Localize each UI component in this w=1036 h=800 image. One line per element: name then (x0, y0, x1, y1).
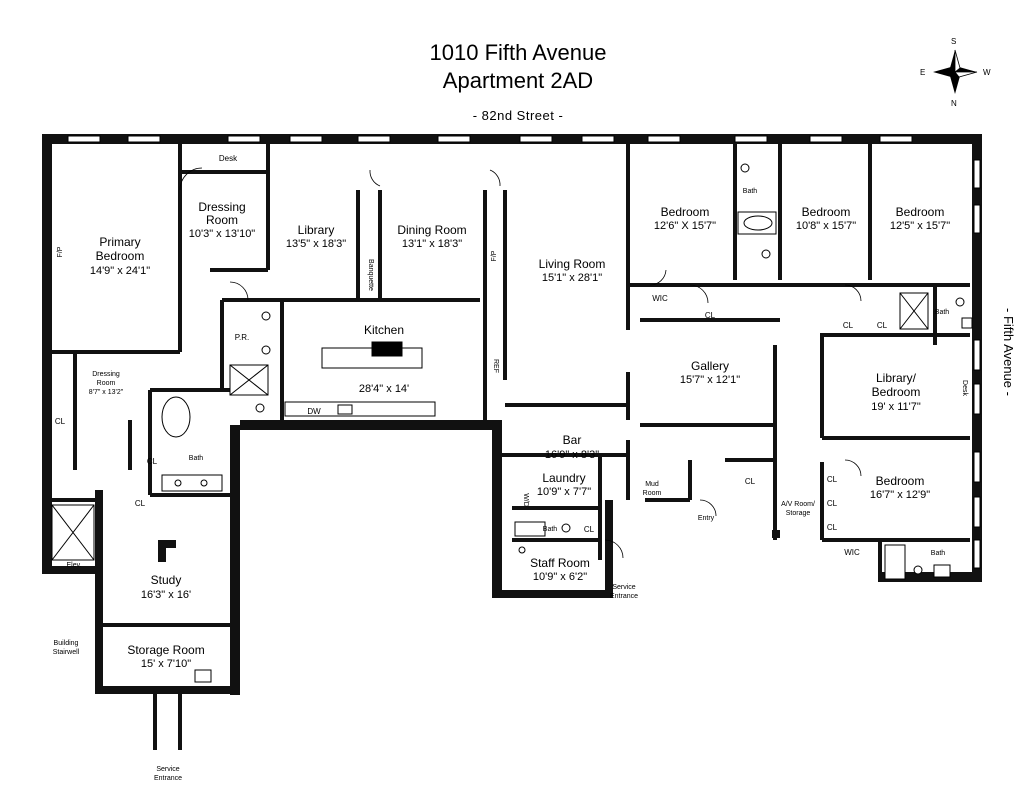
closet-label: CL (843, 321, 854, 330)
street-label-82nd: - 82nd Street - (472, 108, 564, 123)
storage-room-name: Storage Room (127, 643, 204, 657)
bath-label: Bath (189, 455, 204, 462)
bath-label: Bath (743, 188, 758, 195)
closet-label: CL (827, 523, 838, 532)
building-stairwell-label-1: Building (54, 640, 79, 647)
fixture-labels: Desk F/P F/P Banquette P.R. DW REF WIC W… (53, 154, 968, 782)
bar-dim: 16'9" x 8'3" (545, 449, 599, 461)
entry-label: Entry (698, 515, 715, 522)
library-name: Library (298, 223, 335, 237)
mud-room-label-1: Mud (645, 481, 659, 488)
compass-e: E (920, 68, 925, 77)
plan-title-line1: 1010 Fifth Avenue (429, 40, 607, 65)
powder-room-label: P.R. (235, 333, 250, 342)
street-label-fifth-avenue: - Fifth Avenue - (1001, 308, 1016, 396)
study-column (158, 540, 176, 562)
room-labels: Primary Bedroom 14'9" x 24'1" Dressing R… (89, 200, 951, 670)
dressing-room-top-name2: Room (206, 213, 238, 227)
closet-label: CL (827, 475, 838, 484)
study-name: Study (151, 573, 182, 587)
closet-label: CL (827, 499, 838, 508)
dining-room-dim: 13'1" x 18'3" (402, 238, 462, 250)
closet-label: CL (705, 311, 716, 320)
bedroom-2-dim: 10'8" x 15'7" (796, 220, 856, 232)
wic-label-2: WIC (844, 548, 860, 557)
dressing-room-top-name1: Dressing (198, 200, 245, 214)
closet-label: CL (55, 417, 66, 426)
bar-name: Bar (563, 433, 582, 447)
primary-bedroom-name1: Primary (99, 235, 140, 249)
service-entrance-right-label-2: Entrance (610, 593, 638, 600)
dishwasher-label: DW (307, 407, 321, 416)
dressing-room-small-name2: Room (97, 380, 116, 387)
top-windows (67, 135, 913, 143)
kitchen-name: Kitchen (364, 323, 404, 337)
storage-room-dim: 15' x 7'10" (141, 658, 191, 670)
study-dim: 16'3" x 16' (141, 589, 191, 601)
living-room-name: Living Room (539, 257, 606, 271)
gallery-name: Gallery (691, 359, 729, 373)
library-bedroom-dim: 19' x 11'7" (871, 401, 921, 413)
library-bedroom-name2: Bedroom (872, 385, 921, 399)
dressing-room-small-name1: Dressing (92, 371, 120, 378)
compass-s: S (951, 37, 956, 46)
staff-room-dim: 10'9" x 6'2" (533, 571, 587, 583)
bedroom-2-name: Bedroom (802, 205, 851, 219)
elevator-shaft (51, 504, 95, 561)
compass-n: N (951, 99, 957, 108)
closet-label: CL (745, 477, 756, 486)
dressing-room-small-dim: 8'7" x 13'2" (89, 389, 124, 396)
service-entrance-right-label-1: Service (612, 584, 635, 591)
primary-bedroom-name2: Bedroom (96, 249, 145, 263)
library-dim: 13'5" x 18'3" (286, 238, 346, 250)
compass-w: W (983, 68, 991, 77)
living-room-dim: 15'1" x 28'1" (542, 272, 602, 284)
bedroom-4-dim: 16'7" x 12'9" (870, 489, 930, 501)
dining-room-name: Dining Room (397, 223, 466, 237)
closet-label: CL (877, 321, 888, 330)
interior-walls (42, 144, 970, 750)
closet-label: CL (135, 499, 146, 508)
washer-dryer-label: W/D (522, 493, 529, 507)
right-windows (973, 159, 981, 569)
fireplace-label-living: F/P (491, 250, 498, 261)
plan-title-line2: Apartment 2AD (442, 68, 594, 93)
bath-label: Bath (935, 309, 950, 316)
bath-label: Bath (543, 526, 558, 533)
bedroom-4-name: Bedroom (876, 474, 925, 488)
closet-label: CL (584, 525, 595, 534)
staff-room-name: Staff Room (530, 556, 590, 570)
mud-room-label-2: Room (643, 490, 662, 497)
av-room-label-2: Storage (786, 510, 811, 517)
service-entrance-left-label-1: Service (156, 766, 179, 773)
bedroom-1-dim: 12'6" X 15'7" (654, 220, 716, 232)
bath-label: Bath (931, 550, 946, 557)
elevator-label: Elev. (66, 562, 81, 569)
bedroom-1-name: Bedroom (661, 205, 710, 219)
door-swings (179, 167, 862, 559)
service-entrance-left-label-2: Entrance (154, 775, 182, 782)
refrigerator-label: REF (492, 359, 499, 373)
laundry-dim: 10'9" x 7'7" (537, 486, 591, 498)
desk-label-top: Desk (219, 154, 238, 163)
primary-bedroom-dim: 14'9" x 24'1" (90, 265, 150, 277)
bedroom-3-name: Bedroom (896, 205, 945, 219)
banquette-label: Banquette (367, 259, 374, 291)
gallery-dim: 15'7" x 12'1" (680, 374, 740, 386)
wic-label-1: WIC (652, 294, 668, 303)
building-stairwell-label-2: Stairwell (53, 649, 80, 656)
dressing-room-top-dim: 10'3" x 13'10" (189, 228, 256, 240)
fireplace-label-bedroom: F/P (57, 246, 64, 257)
bedroom-3-dim: 12'5" x 15'7" (890, 220, 950, 232)
desk-label-right: Desk (961, 380, 968, 396)
kitchen-island (284, 341, 436, 417)
bath-fixtures (161, 163, 973, 683)
av-room-label-1: A/V Room/ (781, 501, 815, 508)
closet-label: CL (147, 457, 158, 466)
compass-rose-icon: S N E W (920, 37, 991, 108)
kitchen-dim: 28'4" x 14' (359, 383, 409, 395)
library-bedroom-name1: Library/ (876, 371, 917, 385)
laundry-name: Laundry (542, 471, 585, 485)
